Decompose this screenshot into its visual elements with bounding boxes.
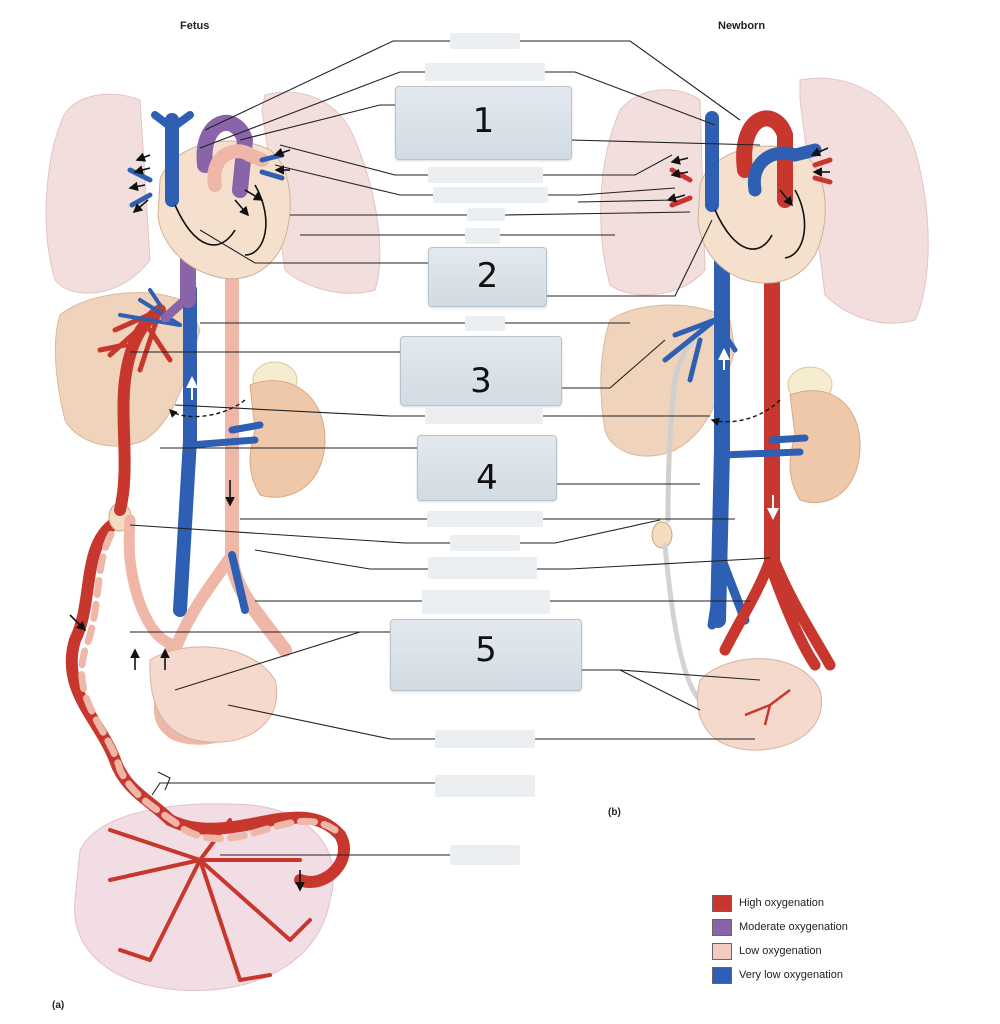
newborn-pulmonary-veins (669, 157, 833, 208)
legend-label-high: High oxygenation (739, 897, 825, 909)
number-2: 2 (476, 256, 499, 296)
number-1: 1 (472, 101, 495, 141)
blank-label[interactable] (465, 228, 500, 244)
fetal-bladder (149, 646, 278, 743)
legend-swatch-very-low (712, 966, 732, 984)
blank-label[interactable] (428, 557, 537, 579)
blank-label[interactable] (425, 408, 543, 424)
newborn-renal-vessels (718, 434, 809, 459)
fetal-inferior-vena-cava (173, 283, 197, 617)
fetus-illustration (45, 91, 381, 991)
panel-label-b: (b) (608, 807, 621, 818)
legend-label-moderate: Moderate oxygenation (739, 921, 848, 933)
fetal-portal-vessels (118, 288, 182, 327)
legend-swatch-moderate (712, 918, 732, 936)
newborn-kidney (789, 390, 861, 504)
blank-label[interactable] (467, 208, 505, 221)
fetal-renal-vessels (186, 421, 264, 449)
numbered-label-box-2[interactable]: 2 (428, 247, 547, 307)
number-5: 5 (475, 630, 497, 670)
newborn-bladder (696, 658, 822, 751)
newborn-right-lung (799, 77, 929, 324)
numbered-label-box-3[interactable]: 3 (400, 336, 562, 406)
fetal-iliac-vein (228, 551, 249, 614)
blank-label[interactable] (450, 535, 520, 551)
fetal-ductus-flow (169, 399, 246, 418)
newborn-heart-flow (714, 189, 806, 259)
blank-label[interactable] (433, 187, 548, 203)
fetal-kidney (249, 380, 326, 498)
newborn-dashed-flow (710, 399, 781, 426)
blank-label[interactable] (435, 775, 535, 797)
newborn-heart (697, 145, 826, 284)
fetal-flow-arrows (69, 147, 305, 892)
numbered-label-box-4[interactable]: 4 (417, 435, 557, 501)
legend-item-moderate: Moderate oxygenation (712, 915, 848, 939)
blank-label[interactable] (465, 316, 505, 331)
legend-label-low: Low oxygenation (739, 945, 822, 957)
number-4: 4 (476, 458, 498, 498)
blank-label[interactable] (435, 730, 535, 748)
fetal-brachiocephalic (151, 111, 194, 132)
newborn-pulmonary-trunk (747, 143, 822, 197)
fetal-heart-flow (174, 184, 267, 256)
fetal-common-iliac (169, 549, 238, 656)
newborn-aortic-arch (736, 110, 793, 208)
newborn-umbilicus (651, 521, 673, 549)
blank-label[interactable] (450, 33, 520, 49)
newborn-hepatic-vessels (662, 317, 738, 383)
panel-label-a: (a) (52, 1000, 65, 1011)
legend-item-low: Low oxygenation (712, 939, 848, 963)
blank-label[interactable] (425, 63, 545, 81)
newborn-bladder-vessels (744, 689, 791, 726)
blank-label[interactable] (428, 167, 543, 183)
blank-label[interactable] (427, 511, 543, 527)
fetal-aortic-arch (196, 114, 254, 198)
placenta (74, 803, 334, 991)
blank-label[interactable] (450, 845, 520, 865)
fetal-heart (157, 140, 291, 280)
fetus-title: Fetus (180, 20, 210, 32)
legend-item-high: High oxygenation (712, 891, 848, 915)
newborn-illustration (600, 77, 929, 751)
umbilical-arteries (78, 511, 339, 843)
newborn-title: Newborn (718, 20, 766, 32)
fetal-pulmonary-trunk (207, 144, 269, 192)
newborn-common-iliacs (719, 549, 836, 671)
fetal-right-lung (261, 91, 381, 294)
numbered-label-box-1[interactable]: 1 (395, 86, 572, 160)
leader-lines (129, 40, 771, 856)
fetal-left-lung (45, 93, 151, 294)
legend-label-very-low: Very low oxygenation (739, 969, 843, 981)
blank-label[interactable] (422, 590, 550, 614)
numbered-label-box-5[interactable]: 5 (390, 619, 582, 691)
fetal-hepatic-vessels (97, 307, 173, 373)
oxygenation-legend: High oxygenation Moderate oxygenation Lo… (712, 891, 848, 987)
legend-swatch-low (712, 942, 732, 960)
newborn-flow-arrows (666, 147, 830, 207)
legend-item-very-low: Very low oxygenation (712, 963, 848, 987)
legend-swatch-high (712, 894, 732, 912)
number-3: 3 (470, 361, 492, 401)
